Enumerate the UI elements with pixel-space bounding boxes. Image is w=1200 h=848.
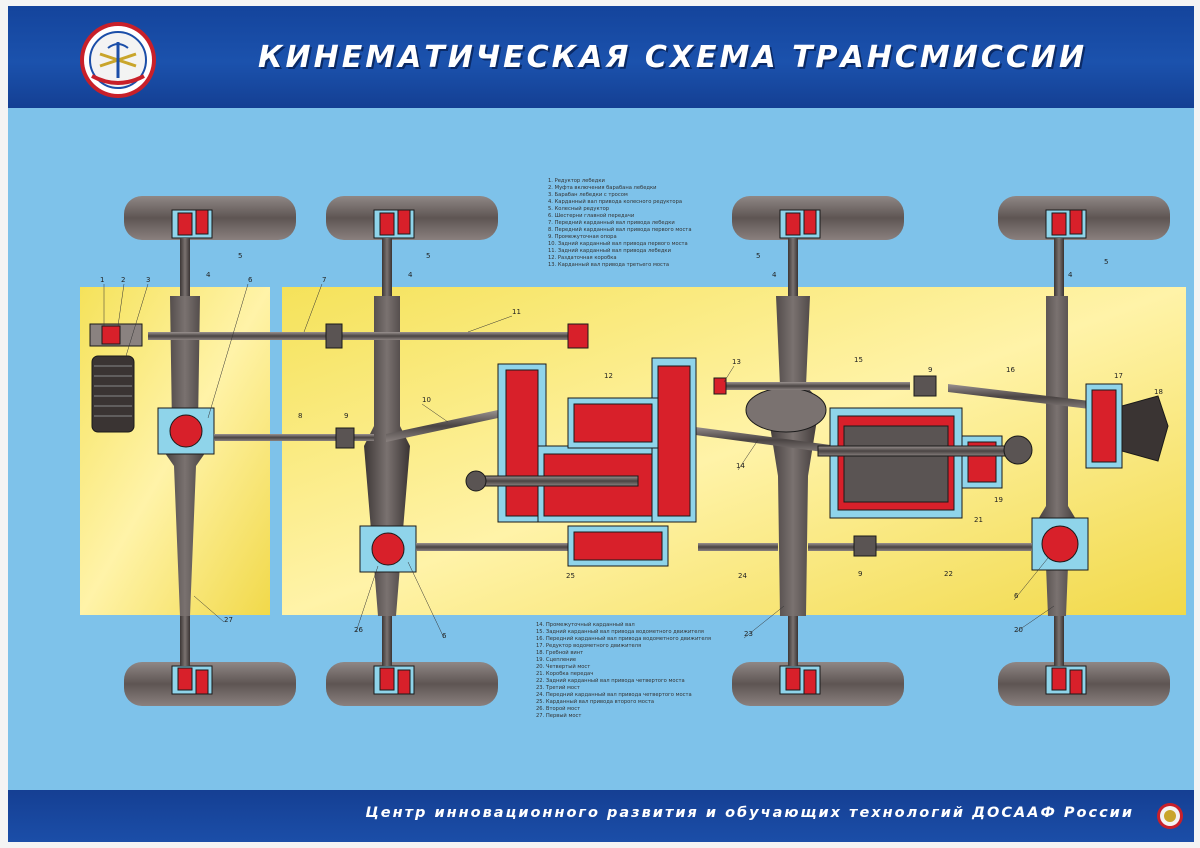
wheel-drive-shafts	[180, 238, 1064, 666]
legend-item: 20. Четвертый мост	[536, 664, 591, 670]
shaft-25	[416, 543, 636, 551]
shaft-24	[698, 543, 778, 551]
legend-item: 4. Карданный вал привода колесного редук…	[548, 199, 683, 205]
svg-text:26: 26	[354, 626, 363, 634]
svg-text:5: 5	[238, 252, 242, 260]
legend-item: 23. Третий мост	[536, 685, 580, 691]
legend-item: 15. Задний карданный вал привода водомет…	[536, 629, 704, 635]
dosaaf-small-emblem-icon	[1157, 803, 1183, 829]
svg-text:3: 3	[146, 276, 150, 284]
axle-1	[160, 296, 210, 616]
legend-item: 14. Промежуточный карданный вал	[536, 622, 635, 628]
svg-text:23: 23	[744, 630, 753, 638]
svg-text:6: 6	[1014, 592, 1019, 600]
svg-text:17: 17	[1114, 372, 1123, 380]
callout-leaders	[103, 283, 1055, 639]
legend-item: 7. Передний карданный вал привода лебедк…	[548, 220, 675, 226]
legend-item: 3. Барабан лебедки с тросом	[548, 192, 628, 198]
svg-text:27: 27	[224, 616, 233, 624]
svg-text:6: 6	[248, 276, 253, 284]
transfer-case	[465, 357, 697, 567]
legend-item: 16. Передний карданный вал привода водом…	[536, 636, 711, 642]
svg-text:25: 25	[566, 572, 575, 580]
svg-text:6: 6	[442, 632, 447, 640]
legend-item: 11. Задний карданный вал привода лебедки	[548, 248, 671, 254]
footer-title: Центр инновационного развития и обучающи…	[365, 805, 1134, 821]
svg-text:9: 9	[928, 366, 932, 374]
legend-item: 21. Коробка передач	[536, 671, 594, 677]
legend-item: 5. Колесный редуктор	[548, 206, 610, 212]
svg-text:18: 18	[1154, 388, 1163, 396]
svg-text:10: 10	[422, 396, 431, 404]
legend-item: 13. Карданный вал привода третьего моста	[548, 262, 670, 268]
svg-text:4: 4	[408, 271, 413, 279]
legend-item: 9. Промежуточная опора	[548, 234, 617, 240]
propeller-shafts	[148, 332, 1098, 551]
shaft-16	[948, 384, 1098, 410]
winch	[89, 323, 143, 433]
differentials	[157, 387, 1089, 573]
svg-text:11: 11	[512, 308, 521, 316]
svg-text:24: 24	[738, 572, 747, 580]
legend-item: 2. Муфта включения барабана лебедки	[548, 185, 657, 191]
svg-text:19: 19	[994, 496, 1003, 504]
wheel-reducers	[171, 209, 1087, 695]
dosaaf-emblem-icon	[80, 22, 156, 98]
svg-text:8: 8	[298, 412, 302, 420]
shaft-8	[214, 434, 374, 441]
svg-text:1: 1	[100, 276, 104, 284]
svg-text:5: 5	[756, 252, 760, 260]
shaft-11	[148, 332, 578, 340]
svg-text:20: 20	[1014, 626, 1023, 634]
svg-text:2: 2	[121, 276, 125, 284]
svg-text:13: 13	[732, 358, 741, 366]
svg-text:22: 22	[944, 570, 953, 578]
legend-item: 27. Первый мост	[536, 713, 582, 719]
gearbox	[817, 407, 1033, 519]
intermediate-supports	[325, 323, 937, 557]
svg-text:9: 9	[858, 570, 862, 578]
propeller-18	[1121, 395, 1169, 462]
svg-text:12: 12	[604, 372, 613, 380]
shaft-22	[808, 543, 1032, 551]
shaft-10	[386, 410, 498, 442]
legend-top: 1. Редуктор лебедки 2. Муфта включения б…	[548, 178, 692, 269]
svg-text:4: 4	[772, 271, 777, 279]
legend-item: 25. Карданный вал привода второго моста	[536, 699, 655, 705]
svg-text:5: 5	[426, 252, 430, 260]
svg-text:21: 21	[974, 516, 983, 524]
legend-item: 18. Гребной винт	[536, 650, 584, 656]
svg-text:4: 4	[206, 271, 211, 279]
legend-item: 17. Редуктор водометного движителя	[536, 643, 642, 649]
legend-item: 8. Передний карданный вал привода первог…	[548, 227, 692, 233]
legend-item: 19. Сцепление	[536, 657, 577, 663]
svg-text:16: 16	[1006, 366, 1015, 374]
shaft-14	[688, 426, 838, 454]
svg-text:5: 5	[1104, 258, 1108, 266]
legend-item: 6. Шестерни главной передачи	[548, 213, 635, 219]
svg-text:7: 7	[322, 276, 326, 284]
axle-3	[766, 296, 820, 616]
legend-item: 24. Передний карданный вал привода четве…	[536, 692, 692, 698]
shaft-15	[714, 382, 910, 390]
page-title: КИНЕМАТИЧЕСКАЯ СХЕМА ТРАНСМИССИИ	[258, 40, 1088, 75]
waterjet	[1085, 383, 1169, 469]
svg-text:9: 9	[344, 412, 348, 420]
legend-item: 1. Редуктор лебедки	[548, 178, 605, 184]
legend-bottom: 14. Промежуточный карданный вал 15. Задн…	[536, 622, 711, 720]
footer: Центр инновационного развития и обучающи…	[8, 790, 1194, 842]
legend-item: 22. Задний карданный вал привода четверт…	[536, 678, 685, 684]
svg-text:15: 15	[854, 356, 863, 364]
poster: КИНЕМАТИЧЕСКАЯ СХЕМА ТРАНСМИССИИ	[8, 6, 1194, 842]
header: КИНЕМАТИЧЕСКАЯ СХЕМА ТРАНСМИССИИ	[8, 6, 1194, 108]
svg-text:4: 4	[1068, 271, 1073, 279]
legend-item: 10. Задний карданный вал привода первого…	[548, 241, 688, 247]
legend-item: 12. Раздаточная коробка	[548, 255, 617, 261]
legend-item: 26. Второй мост	[536, 706, 581, 712]
